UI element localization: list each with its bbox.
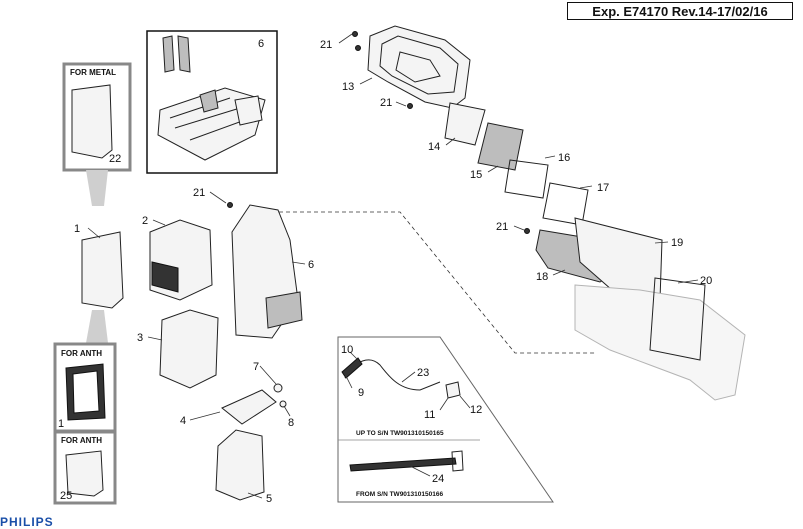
callout-8: 8 [288, 417, 294, 429]
part-13-front-frame [367, 25, 471, 109]
screw-21-a1 [352, 31, 358, 37]
part-24-plug [451, 450, 464, 472]
callout-22: 22 [109, 153, 121, 165]
callout-12: 12 [470, 404, 482, 416]
serial-note-up-to: UP TO S/N TW901310150165 [356, 430, 444, 437]
callout-7: 7 [253, 361, 259, 373]
callout-4: 4 [180, 415, 186, 427]
part-24-cable [349, 457, 457, 472]
part-5 [215, 429, 265, 501]
screw-21-c [524, 228, 530, 234]
part-7 [273, 383, 283, 393]
leader-lines [87, 33, 699, 499]
callout-21-b: 21 [380, 97, 392, 109]
part-10-sleeve [341, 357, 363, 379]
callout-21-a: 21 [320, 39, 332, 51]
inset-box-part-6 [146, 30, 278, 174]
part-11 [445, 381, 461, 399]
callout-15: 15 [470, 169, 482, 181]
serial-note-from: FROM S/N TW901310150166 [356, 491, 444, 498]
brand-logo-text: PHILIPS [0, 515, 54, 529]
screw-21-b [407, 103, 413, 109]
callout-25: 25 [60, 490, 72, 502]
callout-16: 16 [558, 152, 570, 164]
label-for-anth-top: FOR ANTH [61, 349, 103, 358]
connector-wedge-bottom [86, 310, 108, 343]
wiring-inset-frame [337, 336, 554, 503]
part-8 [279, 400, 287, 408]
box-for-anth-bottom [53, 430, 117, 505]
part-15 [477, 122, 524, 171]
callout-21-d: 21 [193, 187, 205, 199]
callout-23: 23 [417, 367, 429, 379]
callout-17: 17 [597, 182, 609, 194]
screw-21-a2 [355, 45, 361, 51]
label-for-anth-bottom: FOR ANTH [61, 436, 103, 445]
part-4 [221, 389, 277, 425]
part-3 [159, 309, 219, 389]
callout-11: 11 [424, 409, 435, 421]
part-2 [149, 219, 213, 301]
connector-wedge-top [86, 170, 108, 206]
revision-header: Exp. E74170 Rev.14-17/02/16 [567, 2, 793, 20]
callout-9: 9 [358, 387, 364, 399]
callout-19: 19 [671, 237, 683, 249]
callout-1: 1 [74, 223, 80, 235]
part-14 [444, 102, 486, 146]
callout-18: 18 [536, 271, 548, 283]
callout-1-box: 1 [58, 418, 64, 430]
part-17 [542, 182, 589, 226]
screw-21-d [227, 202, 233, 208]
part-6-mid-base [265, 291, 303, 329]
dashed-guide-line [272, 211, 595, 354]
box-for-metal [62, 62, 132, 172]
callout-3: 3 [137, 332, 143, 344]
part-20-board [649, 277, 706, 361]
label-for-metal: FOR METAL [70, 68, 117, 77]
callout-20: 20 [700, 275, 712, 287]
callout-14: 14 [428, 141, 440, 153]
callout-2: 2 [142, 215, 148, 227]
callout-21-c: 21 [496, 221, 508, 233]
part-20-base [574, 284, 746, 401]
callout-13: 13 [342, 81, 354, 93]
callout-6-top: 6 [258, 38, 264, 50]
callout-10: 10 [341, 344, 353, 356]
part-2-panel [151, 261, 179, 293]
box-for-anth-top [53, 342, 117, 433]
part-1-cover [81, 231, 124, 309]
callout-6-mid: 6 [308, 259, 314, 271]
callout-24: 24 [432, 473, 444, 485]
part-16 [504, 159, 549, 199]
callout-5: 5 [266, 493, 272, 505]
